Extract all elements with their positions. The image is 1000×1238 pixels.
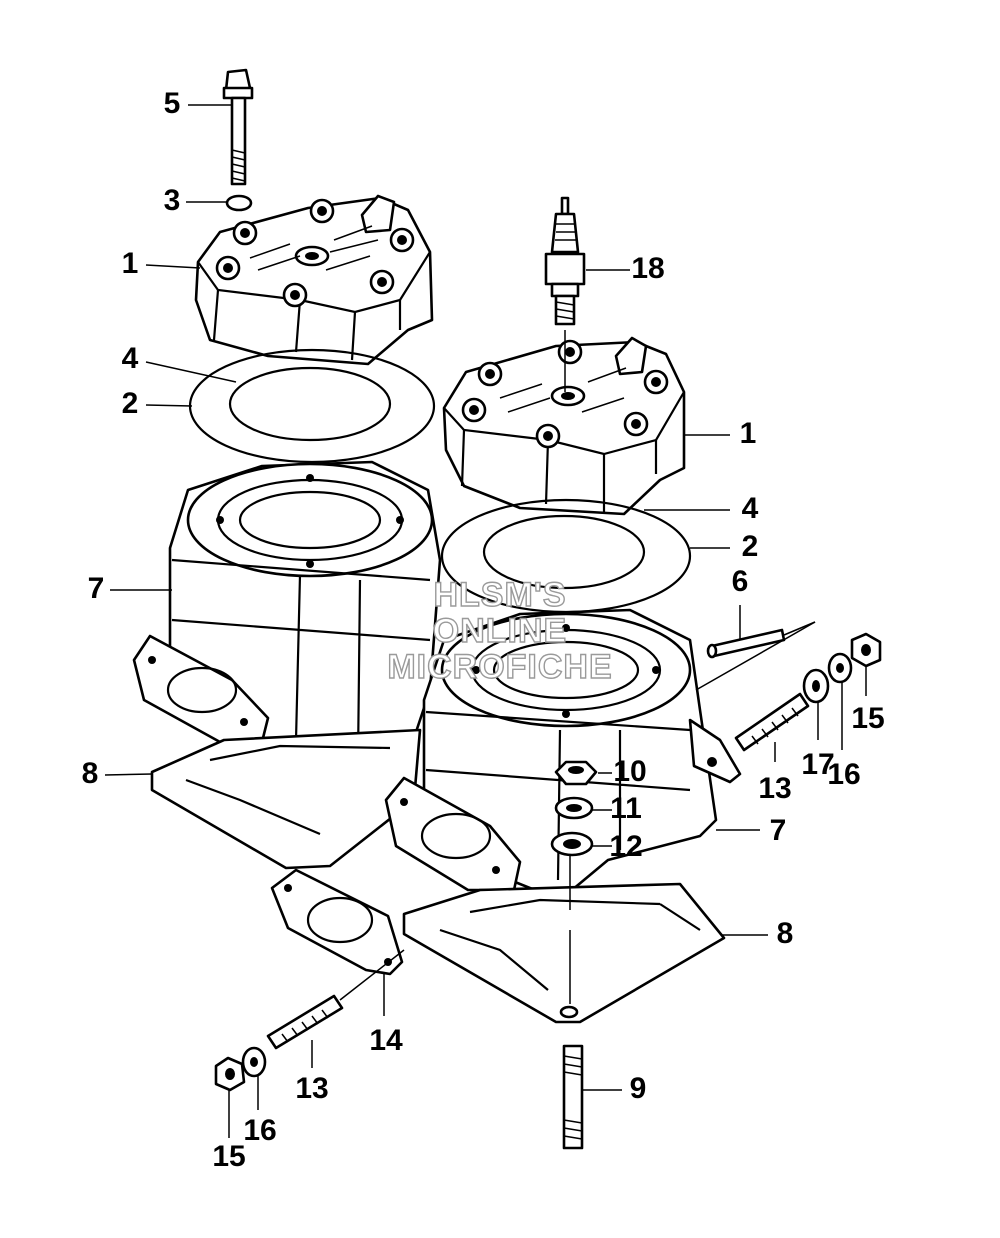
callout-1-right: 1 bbox=[740, 417, 757, 450]
callout-7-right: 7 bbox=[770, 814, 787, 847]
lock-washer-11-part[interactable] bbox=[554, 796, 594, 820]
callout-3: 3 bbox=[164, 184, 181, 217]
callout-10: 10 bbox=[613, 755, 646, 788]
stud-left-part[interactable] bbox=[266, 949, 405, 1050]
callout-17: 17 bbox=[801, 748, 834, 781]
stud-right-part[interactable] bbox=[734, 692, 810, 752]
callout-2-right: 2 bbox=[742, 530, 759, 563]
head-gasket-inner-left-part[interactable] bbox=[228, 366, 392, 442]
callout-4-right: 4 bbox=[742, 492, 759, 525]
head-bolt-part[interactable] bbox=[222, 68, 254, 186]
spark-plug-part[interactable] bbox=[544, 196, 586, 392]
callout-16-right: 16 bbox=[827, 758, 860, 791]
callout-8-right: 8 bbox=[777, 917, 794, 950]
washer-17-part[interactable] bbox=[802, 668, 830, 704]
stud-9-part[interactable] bbox=[562, 1044, 584, 1150]
callout-16-left: 16 bbox=[243, 1114, 276, 1147]
base-gasket-right-part[interactable] bbox=[402, 882, 726, 1024]
callout-12: 12 bbox=[609, 830, 642, 863]
callout-1-left: 1 bbox=[122, 247, 139, 280]
o-ring-part[interactable] bbox=[225, 194, 253, 212]
head-gasket-outer-left-part[interactable] bbox=[188, 348, 436, 464]
callout-14: 14 bbox=[369, 1024, 403, 1057]
cylinder-head-right-part[interactable] bbox=[442, 336, 686, 516]
callout-11: 11 bbox=[610, 792, 642, 825]
callout-labels: 5 3 1 4 2 7 8 18 1 4 2 6 10 11 12 7 8 9 … bbox=[82, 87, 885, 1173]
callout-4-left: 4 bbox=[122, 342, 139, 375]
callout-15-left: 15 bbox=[212, 1140, 245, 1173]
nut-10-part[interactable] bbox=[554, 760, 598, 786]
watermark: HLSM'S ONLINE MICROFICHE bbox=[387, 575, 613, 686]
watermark-line-3: MICROFICHE bbox=[387, 648, 612, 686]
nut-left-part[interactable] bbox=[214, 1056, 246, 1092]
cylinder-left-part[interactable] bbox=[132, 460, 442, 774]
nut-right-part[interactable] bbox=[850, 632, 882, 668]
lock-washer-right-part[interactable] bbox=[827, 652, 853, 684]
callout-6: 6 bbox=[732, 565, 749, 598]
callout-13-right: 13 bbox=[758, 772, 791, 805]
head-gasket-inner-right-part[interactable] bbox=[482, 514, 646, 590]
base-gasket-left-part[interactable] bbox=[150, 728, 422, 870]
exhaust-gasket-part[interactable] bbox=[270, 868, 404, 976]
watermark-line-1: HLSM'S bbox=[433, 576, 566, 614]
leader-lines bbox=[104, 104, 867, 1138]
callout-18: 18 bbox=[631, 252, 664, 285]
callout-9: 9 bbox=[630, 1072, 647, 1105]
watermark-line-2: ONLINE bbox=[433, 612, 567, 650]
cylinder-head-left-part[interactable] bbox=[194, 194, 434, 366]
callout-15-right: 15 bbox=[851, 702, 884, 735]
cylinder-right-part[interactable] bbox=[384, 608, 742, 902]
callout-13-left: 13 bbox=[295, 1072, 328, 1105]
callout-8-left: 8 bbox=[82, 757, 99, 790]
callout-2-left: 2 bbox=[122, 387, 139, 420]
washer-12-part[interactable] bbox=[550, 831, 594, 857]
callout-7-left: 7 bbox=[88, 572, 105, 605]
lock-washer-left-part[interactable] bbox=[241, 1046, 267, 1078]
callout-5: 5 bbox=[164, 87, 181, 120]
dowel-pin-part[interactable] bbox=[695, 621, 816, 691]
